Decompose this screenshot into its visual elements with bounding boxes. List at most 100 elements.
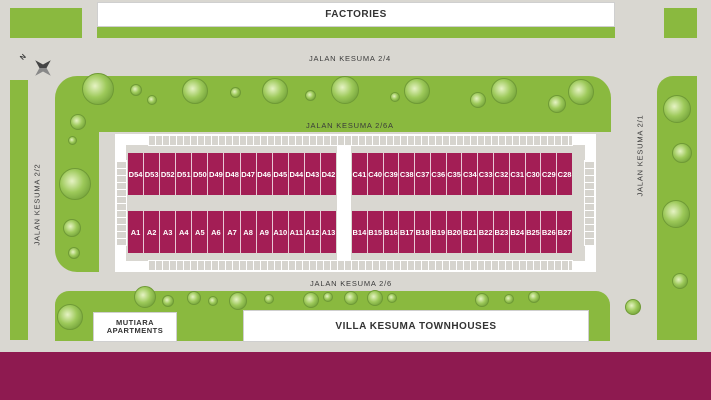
tree-icon: [59, 168, 91, 200]
lot-a9: A9: [256, 211, 273, 253]
lot-a4: A4: [176, 211, 193, 253]
lot-c33: C33: [478, 153, 495, 195]
villa-kesuma-label: VILLA KESUMA TOWNHOUSES: [335, 320, 497, 332]
road-label-left: JALAN KESUMA 2/2: [32, 163, 42, 246]
compass-rose-icon: N: [18, 53, 54, 83]
lot-c32: C32: [494, 153, 510, 195]
lot-b27: B27: [557, 211, 572, 253]
tree-icon: [303, 292, 319, 308]
lot-c31: C31: [509, 153, 526, 195]
lot-b14: B14: [352, 211, 368, 253]
tree-icon: [323, 292, 333, 302]
lot-a7: A7: [224, 211, 241, 253]
lot-a2: A2: [144, 211, 161, 253]
tree-icon: [390, 92, 400, 102]
lot-a10: A10: [272, 211, 289, 253]
lot-b18: B18: [415, 211, 431, 253]
lot-d53: D53: [144, 153, 161, 195]
tree-icon: [182, 78, 208, 104]
tree-icon: [208, 296, 218, 306]
lot-a1: A1: [128, 211, 145, 253]
lot-d46: D46: [256, 153, 273, 195]
lot-c37: C37: [415, 153, 431, 195]
lot-a5: A5: [192, 211, 209, 253]
tree-icon: [387, 293, 397, 303]
lot-b23: B23: [494, 211, 510, 253]
tree-icon: [548, 95, 566, 113]
grass-strip-left: [10, 80, 28, 340]
tree-icon: [344, 291, 358, 305]
tree-icon: [491, 78, 517, 104]
lot-b26: B26: [541, 211, 558, 253]
mutiara-apartments-block: MUTIARA APARTMENTS: [93, 312, 177, 342]
lot-b20: B20: [446, 211, 463, 253]
lot-a6: A6: [208, 211, 225, 253]
lot-c28: C28: [557, 153, 572, 195]
lot-c38: C38: [399, 153, 416, 195]
road-label-bottom: JALAN KESUMA 2/6: [310, 279, 392, 288]
lot-d42: D42: [320, 153, 337, 195]
factories-block: FACTORIES: [97, 2, 615, 27]
tree-icon: [187, 291, 201, 305]
villa-kesuma-block: VILLA KESUMA TOWNHOUSES: [243, 310, 589, 342]
lot-d52: D52: [160, 153, 177, 195]
tree-icon: [63, 219, 81, 237]
tree-icon: [672, 143, 692, 163]
tree-icon: [70, 114, 86, 130]
lot-b21: B21: [462, 211, 479, 253]
tree-icon: [68, 136, 77, 145]
lot-d48: D48: [224, 153, 241, 195]
tree-icon: [470, 92, 486, 108]
lot-b15: B15: [367, 211, 384, 253]
tree-icon: [82, 73, 114, 105]
lot-d45: D45: [272, 153, 289, 195]
tree-icon: [162, 295, 174, 307]
lot-a3: A3: [160, 211, 177, 253]
parking-bays-left: [116, 160, 127, 246]
grass-strip-top-right: [664, 8, 697, 38]
lot-d44: D44: [288, 153, 305, 195]
lot-b24: B24: [509, 211, 526, 253]
lot-b19: B19: [430, 211, 447, 253]
lot-b17: B17: [399, 211, 416, 253]
tree-icon: [130, 84, 142, 96]
lot-d43: D43: [304, 153, 321, 195]
lot-d54: D54: [128, 153, 145, 195]
central-lane: [337, 145, 351, 261]
tree-icon: [625, 299, 641, 315]
lot-a13: A13: [320, 211, 337, 253]
apartments-label: APARTMENTS: [106, 326, 164, 335]
tree-icon: [504, 294, 514, 304]
road-label-top: JALAN KESUMA 2/4: [309, 54, 391, 63]
parking-bays-bottom: [148, 260, 573, 271]
tree-icon: [663, 95, 691, 123]
lot-d47: D47: [240, 153, 257, 195]
road-label-right: JALAN KESUMA 2/1: [635, 114, 645, 197]
lot-a12: A12: [304, 211, 321, 253]
tree-icon: [305, 90, 316, 101]
parking-bays-right: [584, 160, 595, 246]
tree-icon: [262, 78, 288, 104]
lot-b25: B25: [525, 211, 542, 253]
tree-icon: [568, 79, 594, 105]
lot-a11: A11: [288, 211, 305, 253]
lot-c34: C34: [462, 153, 479, 195]
parking-bays-top: [148, 135, 573, 146]
tree-icon: [57, 304, 83, 330]
tree-icon: [68, 247, 80, 259]
grass-strip-top-left: [10, 8, 82, 38]
lot-a8: A8: [240, 211, 257, 253]
lot-c41: C41: [352, 153, 368, 195]
lot-c36: C36: [430, 153, 447, 195]
tree-icon: [475, 293, 489, 307]
tree-icon: [264, 294, 274, 304]
tree-icon: [229, 292, 247, 310]
lot-c40: C40: [367, 153, 384, 195]
tree-icon: [134, 286, 156, 308]
mutiara-label: MUTIARA: [115, 318, 155, 327]
